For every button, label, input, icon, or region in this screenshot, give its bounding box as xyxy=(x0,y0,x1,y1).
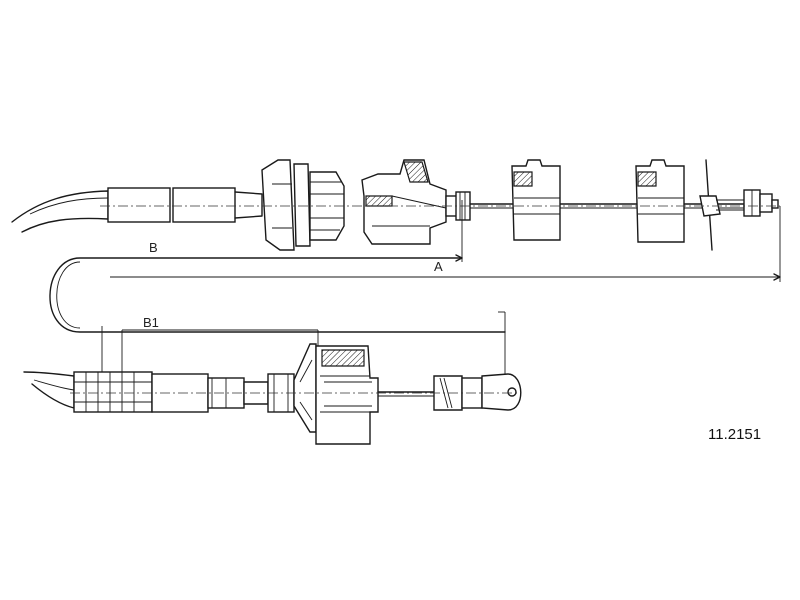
lower-end-eye-fitting xyxy=(433,373,522,411)
dimension-lines xyxy=(101,200,781,378)
upper-grommet xyxy=(261,159,345,251)
dimension-b-label: B xyxy=(149,240,158,255)
cable-connecting-loop xyxy=(49,257,506,333)
lower-main-housing xyxy=(315,345,379,445)
upper-sleeve-2 xyxy=(172,187,236,223)
upper-mount-sleeve-1 xyxy=(511,159,561,241)
lower-threaded-coupling xyxy=(73,371,153,413)
upper-sleeve-1 xyxy=(107,187,171,223)
upper-mount-sleeve-2 xyxy=(635,159,685,243)
lower-cable-assembly xyxy=(23,343,522,445)
lower-cable-outer-sheath xyxy=(23,371,75,409)
upper-cable-outer-sheath xyxy=(11,190,109,233)
lower-conical-seat xyxy=(293,343,317,433)
upper-cable-assembly xyxy=(11,159,780,251)
dimension-b1-label: B1 xyxy=(143,315,159,330)
upper-end-spring-fitting xyxy=(699,159,779,251)
part-number: 11.2151 xyxy=(708,426,762,443)
dimension-a-label: A xyxy=(434,259,443,274)
upper-adjuster-housing xyxy=(361,159,447,245)
